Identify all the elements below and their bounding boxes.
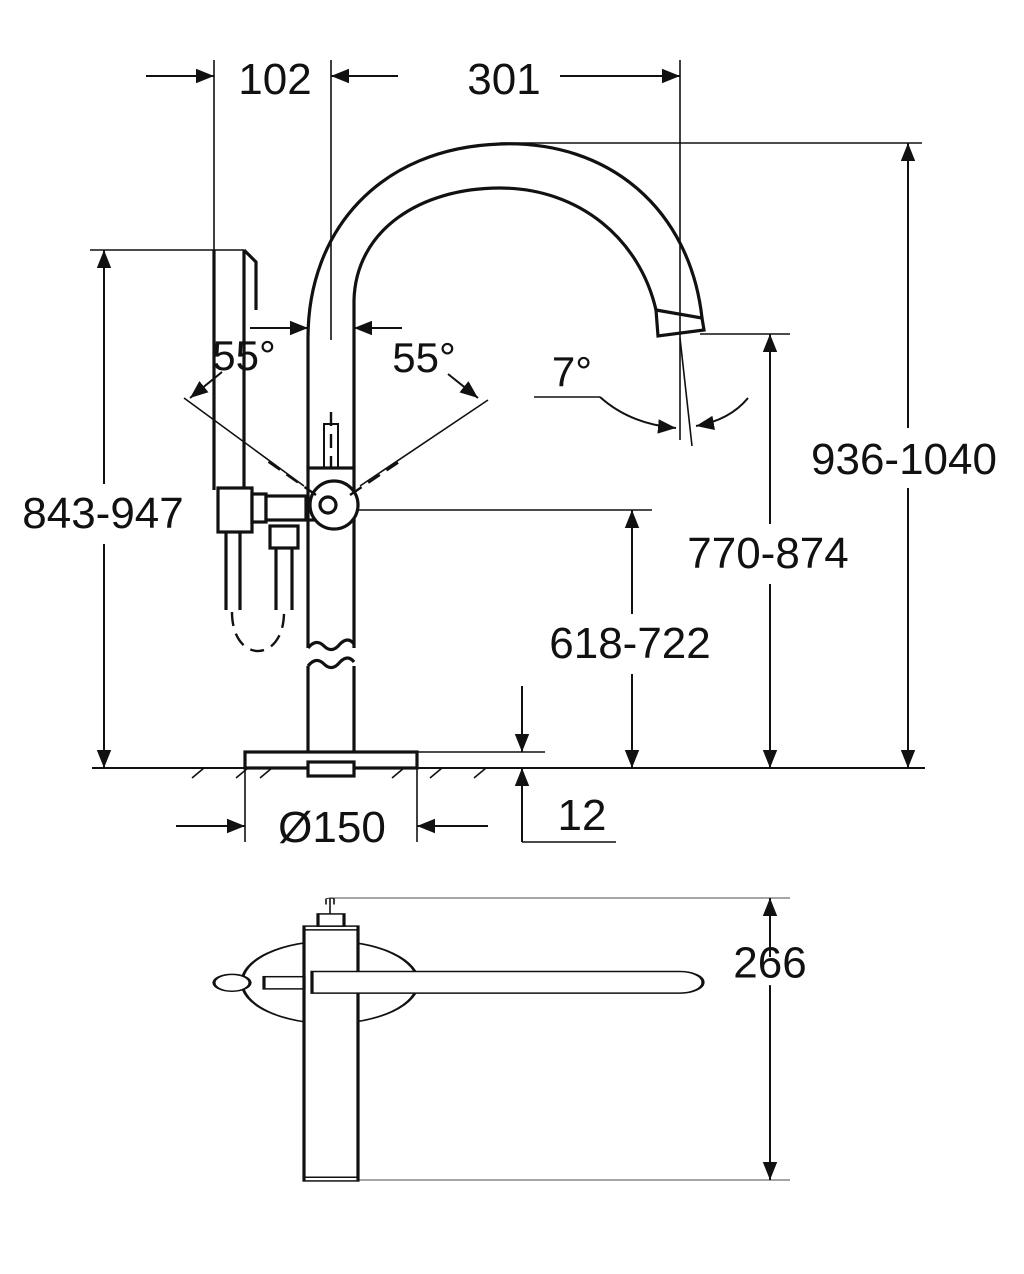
column-plan [302,925,360,1182]
handle-swing-right-line [359,399,489,487]
dim-301-label: 301 [467,55,540,104]
handshower [212,248,308,652]
angle-55-left-label: 55° [212,332,276,379]
handshower-bracket-plan [262,975,306,990]
angle-left-annotation: 55° [189,320,308,399]
base-diameter-dimension: Ø150 [176,768,488,852]
dim-266-label: 266 [733,939,806,988]
top-dimension: 102 301 [146,55,681,440]
dim-770-874-label: 770-874 [687,529,848,578]
angle-55-right-label: 55° [392,334,456,381]
dim-diameter-150-label: Ø150 [278,803,386,852]
floor-hatching [191,767,487,779]
dim-618-722-label: 618-722 [549,619,710,668]
mixer-handle [265,412,403,531]
angle-7-label: 7° [552,348,592,395]
base-fixing [306,760,356,778]
column [306,300,356,752]
handle-height-dimension: 618-722 [358,509,720,768]
dim-102-label: 102 [238,55,311,104]
side-elevation-view: 102 301 936-1040 770-874 618-722 [12,55,1006,852]
spout-plan [310,970,705,994]
dim-12-label: 12 [558,791,607,840]
spout-angle-annotation: 7° [534,337,749,447]
dim-843-947-label: 843-947 [22,489,183,538]
spout-outlet-height-dimension: 770-874 [682,333,858,768]
handshower-plan [212,973,252,992]
spout [306,142,706,339]
handle-swing-left-line [183,397,305,487]
dim-936-1040-label: 936-1040 [811,435,997,484]
handshower-height-dimension: 843-947 [12,249,244,768]
handle-plan [316,913,346,927]
angle-right-annotation: 55° [354,320,479,399]
plan-view: 266 [212,897,820,1182]
plan-depth-dimension: 266 [330,897,820,1181]
base-thickness-dimension: 12 [417,686,616,843]
overall-height-dimension: 936-1040 [500,142,1006,768]
